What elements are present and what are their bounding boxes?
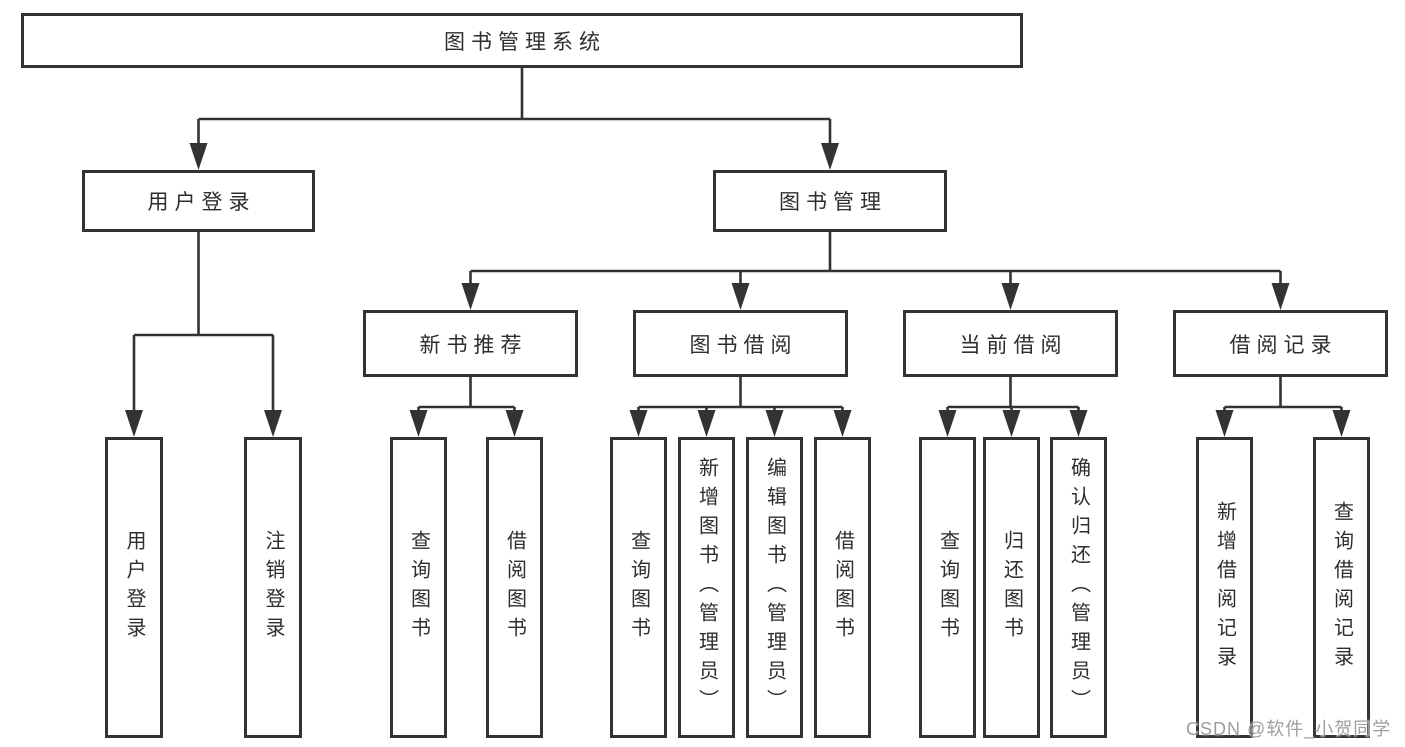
arrowhead-icon-return-books [1002, 410, 1021, 437]
arrowhead-icon-query-borrowing-record [1332, 410, 1351, 437]
node-label-add-borrowing-record: 新增借阅记录 [1213, 500, 1236, 675]
arrowhead-icon-new-book-recommendation [461, 283, 480, 310]
node-label-book-management: 图书管理 [779, 191, 887, 214]
node-label-query-borrowing-record: 查询借阅记录 [1330, 500, 1353, 675]
node-library-management-system: 图书管理系统 [21, 13, 1023, 68]
node-borrowing-records: 借阅记录 [1173, 310, 1388, 377]
arrowhead-icon-book-borrowing [731, 283, 750, 310]
arrowhead-icon-user-login-action [125, 410, 143, 437]
node-query-books-1: 查询图书 [390, 437, 447, 738]
node-query-borrowing-record: 查询借阅记录 [1313, 437, 1370, 738]
node-label-borrowing-records: 借阅记录 [1229, 333, 1338, 357]
arrowhead-icon-logout-action [264, 410, 282, 437]
edge-lines-from-library-management-system [197, 68, 832, 151]
node-label-new-book-recommendation: 新书推荐 [419, 333, 528, 357]
node-label-borrow-books-1: 借阅图书 [503, 529, 526, 646]
arrowhead-icon-query-books-1 [409, 410, 428, 437]
node-label-query-books-1: 查询图书 [407, 529, 430, 646]
edge-lines-from-borrowing-records [1223, 377, 1343, 418]
arrowhead-icon-borrow-books-1 [505, 410, 524, 437]
node-label-add-books-admin: 新增图书（管理员） [695, 457, 718, 718]
node-label-user-login-action: 用户登录 [123, 529, 145, 646]
node-borrow-books-2: 借阅图书 [814, 437, 871, 738]
arrowhead-icon-current-borrowing [1001, 283, 1020, 310]
node-confirm-return-admin: 确认归还（管理员） [1050, 437, 1107, 738]
arrowhead-icon-query-books-3 [938, 410, 957, 437]
node-borrow-books-1: 借阅图书 [486, 437, 543, 738]
arrowhead-icon-query-books-2 [629, 410, 648, 437]
arrowhead-icon-add-borrowing-record [1215, 410, 1234, 437]
node-label-book-borrowing: 图书借阅 [689, 333, 798, 357]
arrowhead-icon-borrow-books-2 [833, 410, 852, 437]
node-query-books-3: 查询图书 [919, 437, 976, 738]
node-new-book-recommendation: 新书推荐 [363, 310, 578, 377]
node-label-logout-action: 注销登录 [262, 529, 284, 646]
edge-lines-from-user-login [132, 232, 275, 418]
watermark: CSDN @软件_小贺同学 [1186, 719, 1392, 739]
node-label-library-management-system: 图书管理系统 [444, 30, 606, 54]
node-label-user-login: 用户登录 [147, 191, 256, 214]
node-user-login-action: 用户登录 [105, 437, 163, 738]
node-label-return-books: 归还图书 [1000, 529, 1023, 646]
node-current-borrowing: 当前借阅 [903, 310, 1118, 377]
node-label-current-borrowing: 当前借阅 [959, 333, 1068, 357]
node-label-borrow-books-2: 借阅图书 [831, 529, 854, 646]
arrowhead-icon-user-login [189, 143, 208, 170]
arrowhead-icon-book-management [821, 143, 839, 170]
node-label-confirm-return-admin: 确认归还（管理员） [1067, 457, 1090, 718]
node-return-books: 归还图书 [983, 437, 1040, 738]
node-add-borrowing-record: 新增借阅记录 [1196, 437, 1253, 738]
node-logout-action: 注销登录 [244, 437, 302, 738]
node-label-edit-books-admin: 编辑图书（管理员） [763, 457, 786, 718]
node-label-query-books-2: 查询图书 [627, 529, 650, 646]
node-query-books-2: 查询图书 [610, 437, 667, 738]
node-book-borrowing: 图书借阅 [633, 310, 848, 377]
node-user-login: 用户登录 [82, 170, 315, 232]
arrowhead-icon-edit-books-admin [765, 410, 784, 437]
node-add-books-admin: 新增图书（管理员） [678, 437, 735, 738]
arrowhead-icon-confirm-return-admin [1069, 410, 1088, 437]
edge-lines-from-book-management [469, 232, 1282, 291]
edge-lines-from-new-book-recommendation [417, 377, 516, 418]
node-label-query-books-3: 查询图书 [936, 529, 959, 646]
node-edit-books-admin: 编辑图书（管理员） [746, 437, 803, 738]
node-book-management: 图书管理 [713, 170, 947, 232]
arrowhead-icon-add-books-admin [697, 410, 716, 437]
arrowhead-icon-borrowing-records [1271, 283, 1290, 310]
